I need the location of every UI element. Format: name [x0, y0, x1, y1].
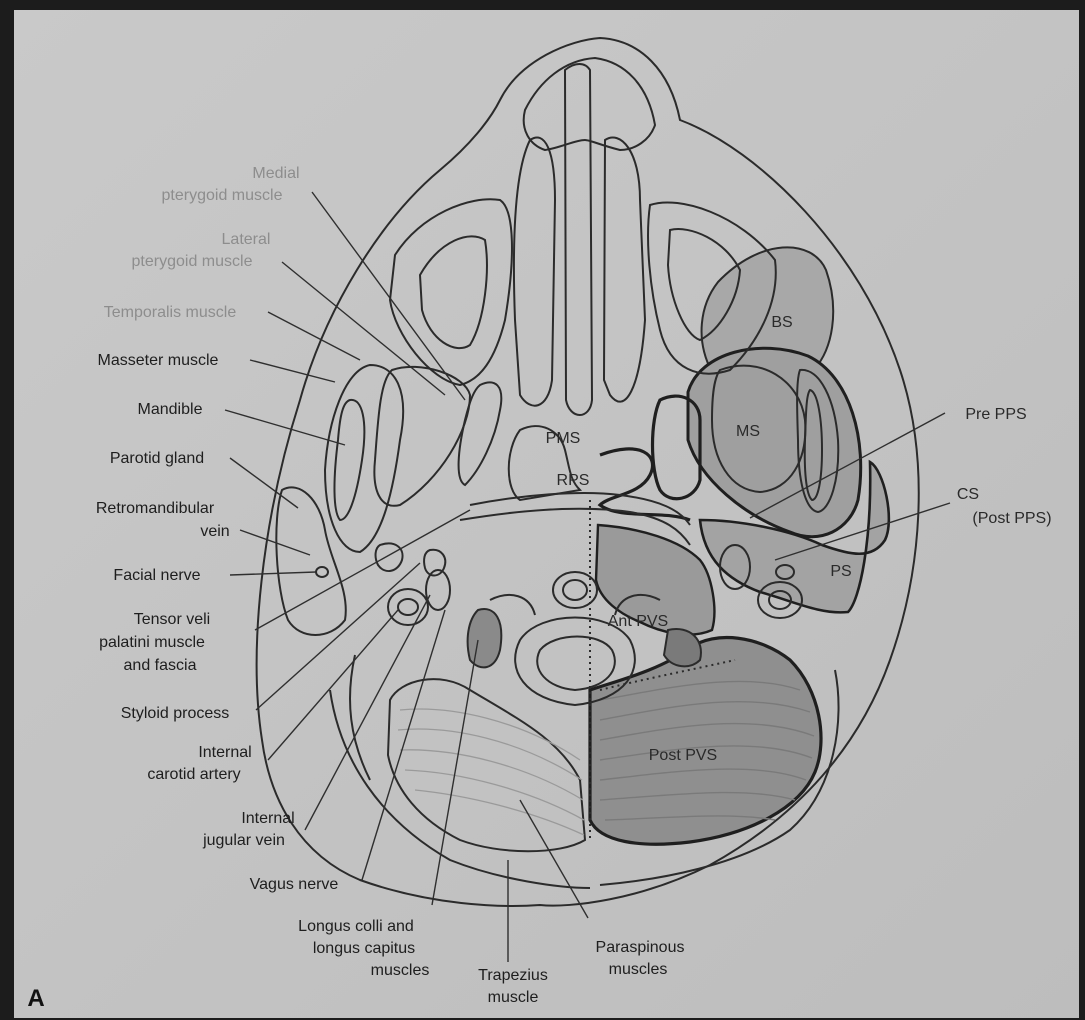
label-masseter: Masseter muscle [98, 352, 219, 369]
label-longus-line2: longus capitus [313, 940, 415, 957]
label-internal-jugular-line1: Internal [241, 810, 294, 827]
label-retromandibular-line1: Retromandibular [96, 500, 215, 517]
label-medial-pterygoid-line2: pterygoid muscle [162, 187, 283, 204]
label-lateral-pterygoid-line1: Lateral [222, 231, 271, 248]
label-bs: BS [771, 314, 792, 331]
label-tensor-veli-line3: and fascia [124, 657, 197, 674]
label-post-pvs: Post PVS [649, 747, 717, 764]
label-trapezius-line1: Trapezius [478, 967, 548, 984]
label-pms: PMS [546, 430, 581, 447]
label-retromandibular-line2: vein [200, 523, 229, 540]
label-temporalis: Temporalis muscle [104, 304, 237, 321]
label-ms: MS [736, 423, 760, 440]
label-internal-jugular-line2: jugular vein [202, 832, 285, 849]
label-medial-pterygoid-line1: Medial [252, 165, 299, 182]
label-trapezius-line2: muscle [488, 989, 539, 1006]
label-internal-carotid-line1: Internal [198, 744, 251, 761]
label-lateral-pterygoid-line2: pterygoid muscle [132, 253, 253, 270]
label-rps: RPS [557, 472, 590, 489]
label-parotid: Parotid gland [110, 450, 204, 467]
label-paraspinous-line1: Paraspinous [596, 939, 685, 956]
label-styloid: Styloid process [121, 705, 230, 722]
label-ant-pvs: Ant PVS [608, 613, 668, 630]
label-longus-line1: Longus colli and [298, 918, 414, 935]
label-ps: PS [830, 563, 851, 580]
label-cs-line1: CS [957, 486, 979, 503]
label-tensor-veli-line1: Tensor veli [134, 611, 210, 628]
label-mandible: Mandible [138, 401, 203, 418]
label-longus-line3: muscles [371, 962, 430, 979]
figure-letter: A [27, 985, 44, 1012]
label-pre-pps: Pre PPS [965, 406, 1026, 423]
label-cs-line2: (Post PPS) [972, 510, 1051, 527]
label-internal-carotid-line2: carotid artery [147, 766, 240, 783]
label-tensor-veli-line2: palatini muscle [99, 634, 205, 651]
label-facial-nerve: Facial nerve [113, 567, 200, 584]
left-longus-muscle-block [468, 609, 502, 667]
label-vagus: Vagus nerve [250, 876, 339, 893]
label-paraspinous-line2: muscles [609, 961, 668, 978]
